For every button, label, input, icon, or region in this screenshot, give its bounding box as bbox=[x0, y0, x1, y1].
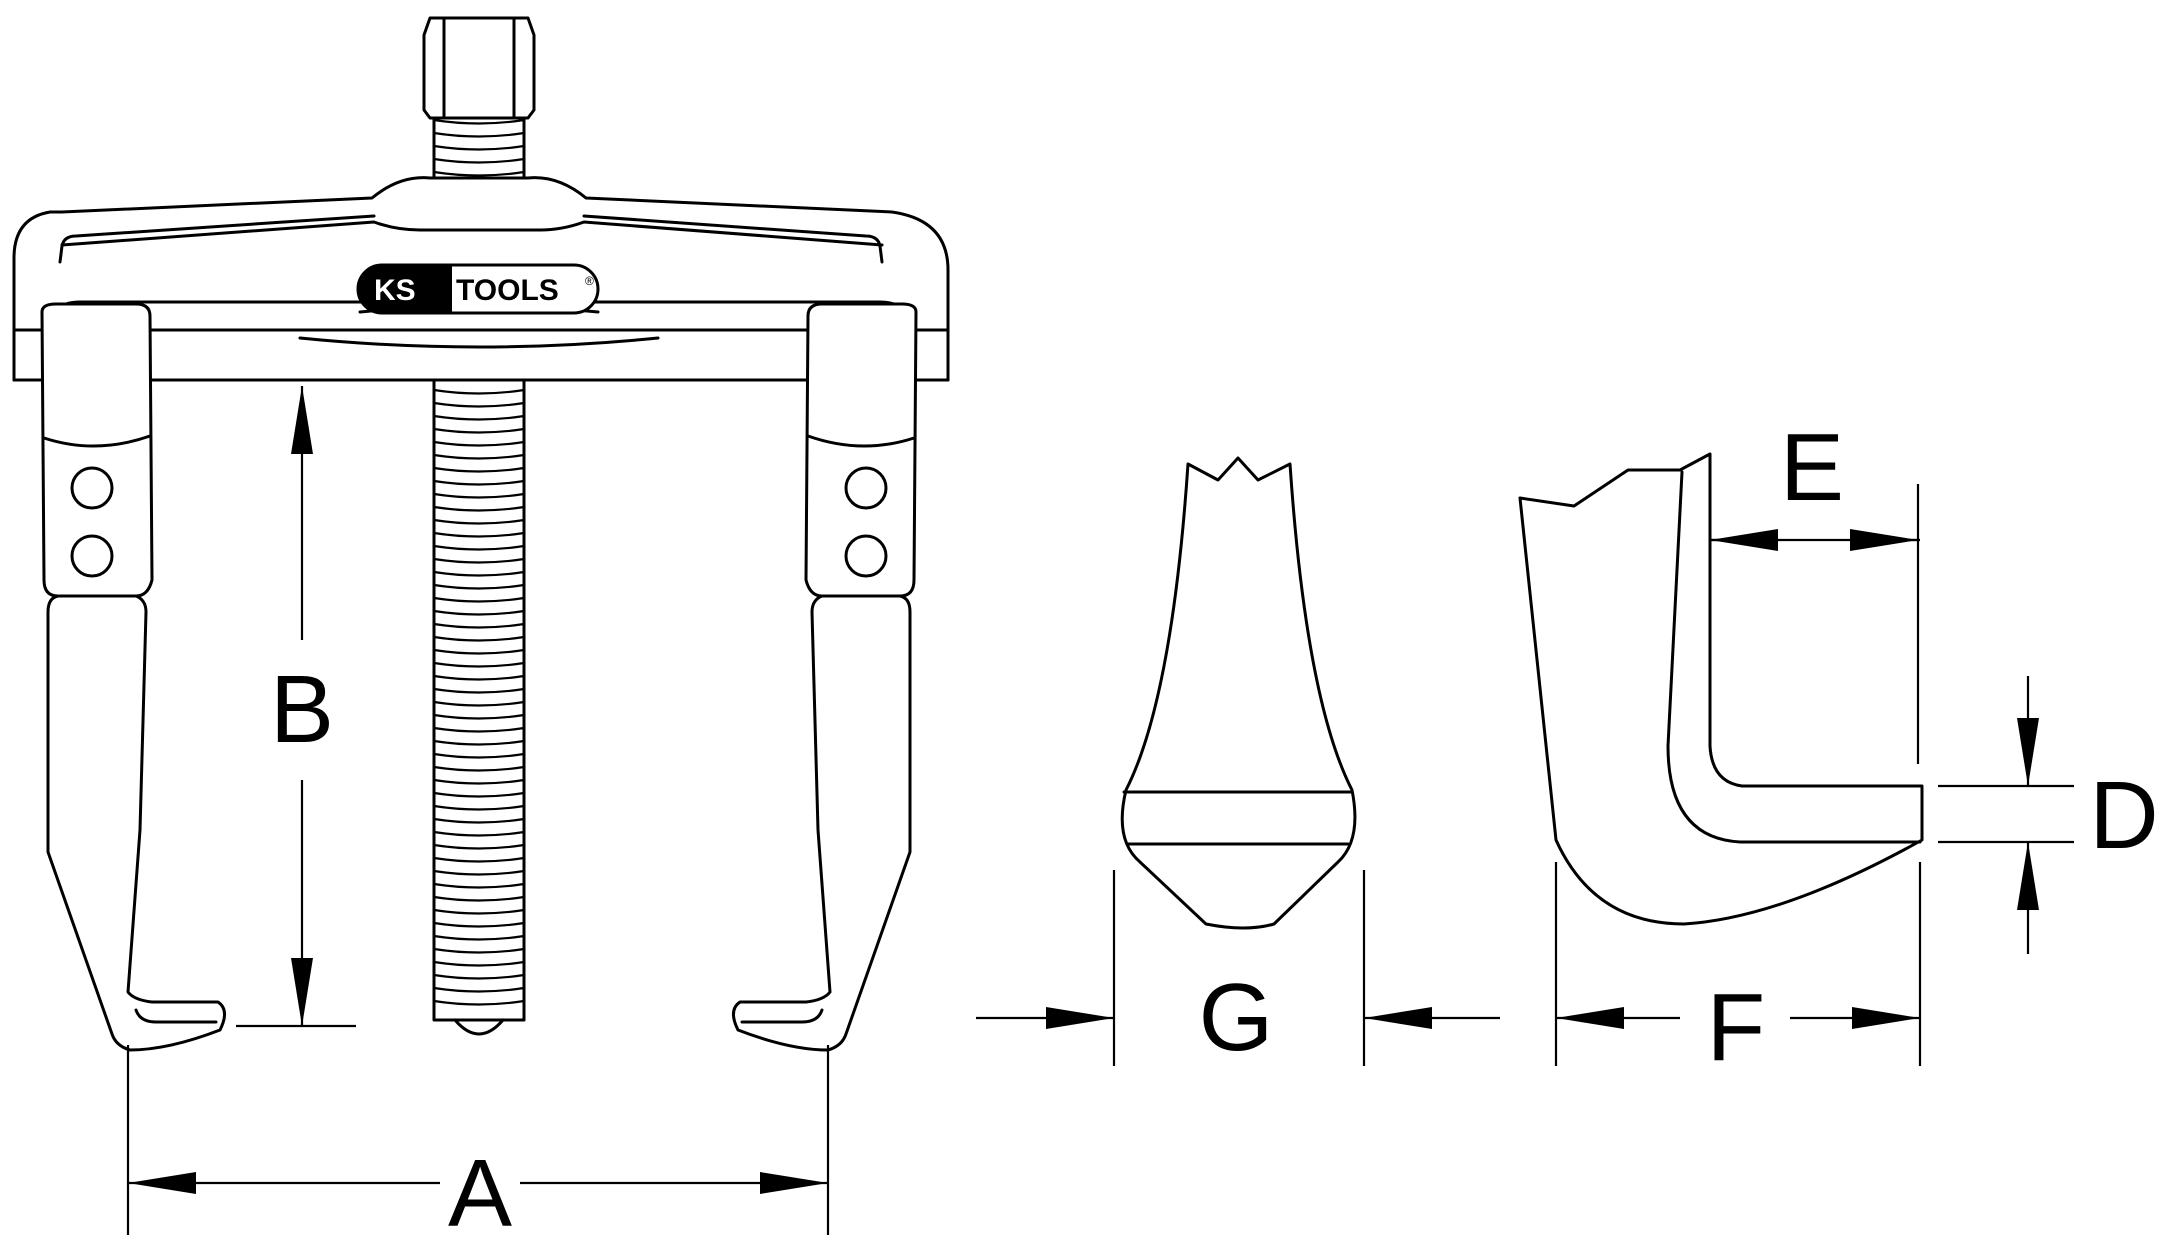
puller-front-view: KS TOOLS ® bbox=[12, 16, 950, 1052]
left-arm bbox=[40, 302, 226, 1052]
thread-line bbox=[433, 596, 525, 603]
label-e: E bbox=[1780, 414, 1844, 521]
thread-line bbox=[433, 622, 525, 629]
thread-line bbox=[433, 388, 525, 395]
jaw-side-view bbox=[1518, 452, 1924, 926]
thread-line bbox=[433, 661, 525, 668]
ks-tools-logo: KS TOOLS ® bbox=[356, 263, 600, 315]
thread-line bbox=[433, 131, 525, 138]
right-arm bbox=[732, 302, 918, 1052]
dimension-e: E bbox=[1710, 414, 1920, 764]
thread-line bbox=[433, 414, 525, 421]
thread-line bbox=[433, 934, 525, 941]
thread-line bbox=[433, 453, 525, 460]
hex-nut bbox=[422, 16, 536, 120]
thread-line bbox=[433, 648, 525, 655]
thread-line bbox=[433, 726, 525, 733]
thread-line bbox=[433, 739, 525, 746]
thread-line bbox=[433, 882, 525, 889]
thread-line bbox=[433, 518, 525, 525]
thread-line bbox=[433, 869, 525, 876]
dimension-b: B bbox=[236, 386, 356, 1028]
thread-line bbox=[433, 118, 525, 125]
thread-line bbox=[433, 765, 525, 772]
thread-line bbox=[433, 544, 525, 551]
thread-line bbox=[433, 531, 525, 538]
label-a: A bbox=[448, 1140, 512, 1247]
thread-line bbox=[433, 674, 525, 681]
label-b: B bbox=[270, 656, 334, 763]
thread-line bbox=[433, 947, 525, 954]
thread-line bbox=[433, 908, 525, 915]
jaw-front-view bbox=[1120, 456, 1357, 930]
thread-line bbox=[433, 440, 525, 447]
logo-ks-text: KS bbox=[374, 274, 416, 307]
thread-line bbox=[433, 635, 525, 642]
thread-line bbox=[433, 791, 525, 798]
thread-line bbox=[433, 843, 525, 850]
thread-line bbox=[433, 583, 525, 590]
thread-line bbox=[433, 466, 525, 473]
spindle-thread bbox=[432, 378, 526, 1036]
thread-line bbox=[433, 492, 525, 499]
thread-line bbox=[433, 778, 525, 785]
thread-line bbox=[433, 170, 525, 177]
thread-line bbox=[433, 817, 525, 824]
dimension-a: A bbox=[126, 1045, 830, 1247]
dimension-g: G bbox=[976, 870, 1500, 1071]
thread-line bbox=[433, 973, 525, 980]
dimension-d: D bbox=[1938, 676, 2159, 954]
label-g: G bbox=[1199, 964, 1274, 1071]
logo-registered-mark: ® bbox=[585, 274, 594, 288]
thread-line bbox=[433, 999, 525, 1006]
thread-line bbox=[433, 144, 525, 151]
thread-line bbox=[433, 752, 525, 759]
thread-line bbox=[433, 157, 525, 164]
dimension-f: F bbox=[1554, 862, 1922, 1081]
thread-line bbox=[433, 895, 525, 902]
thread-line bbox=[433, 700, 525, 707]
thread-line bbox=[433, 479, 525, 486]
thread-line bbox=[433, 427, 525, 434]
thread-line bbox=[433, 986, 525, 993]
thread-line bbox=[433, 713, 525, 720]
thread-line bbox=[433, 557, 525, 564]
thread-line bbox=[433, 401, 525, 408]
label-f: F bbox=[1707, 974, 1766, 1081]
thread-line bbox=[433, 687, 525, 694]
thread-line bbox=[433, 804, 525, 811]
thread-line bbox=[433, 570, 525, 577]
thread-line bbox=[433, 505, 525, 512]
thread-line bbox=[433, 830, 525, 837]
thread-line bbox=[433, 960, 525, 967]
thread-line bbox=[433, 856, 525, 863]
label-d: D bbox=[2089, 762, 2158, 869]
thread-line bbox=[433, 609, 525, 616]
thread-line bbox=[433, 921, 525, 928]
logo-tools-text: TOOLS bbox=[456, 274, 559, 307]
